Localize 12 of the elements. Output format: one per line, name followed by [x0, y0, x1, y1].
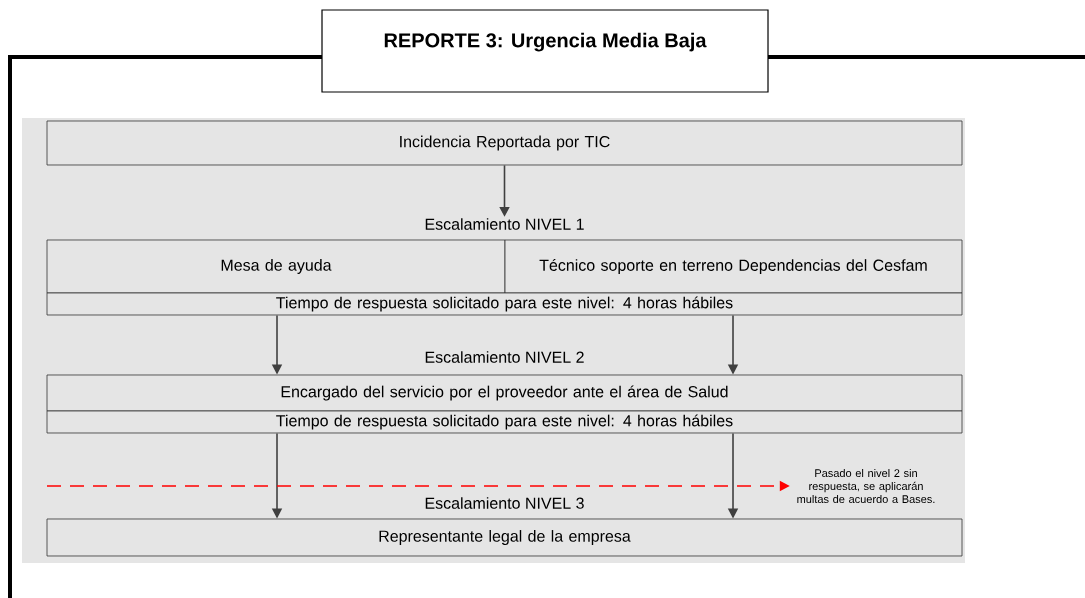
- process-box: Encargado del servicio por el proveedor ante el área de Salud: [46, 374, 963, 412]
- note-text: Pasado el nivel 2 sin respuesta, se aplicarán multas de acuerdo a Bases.: [797, 468, 935, 504]
- level-heading: Escalamiento NIVEL 2: [425, 351, 584, 363]
- process-box: Tiempo de respuesta solicitado para este nivel: 4 horas hábiles: [46, 292, 963, 316]
- level-heading: Escalamiento NIVEL 1: [425, 218, 584, 230]
- level-heading: Escalamiento NIVEL 3: [425, 497, 584, 509]
- title-box: REPORTE 3: Urgencia Media Baja: [321, 9, 769, 93]
- process-box: Incidencia Reportada por TIC: [46, 120, 963, 166]
- process-box: Representante legal de la empresa: [46, 518, 963, 557]
- process-box: Tiempo de respuesta solicitado para este nivel: 4 horas hábiles: [46, 410, 963, 434]
- process-box: Técnico soporte en terreno Dependencias del Cesfam: [504, 239, 963, 294]
- process-box: Mesa de ayuda: [46, 239, 506, 294]
